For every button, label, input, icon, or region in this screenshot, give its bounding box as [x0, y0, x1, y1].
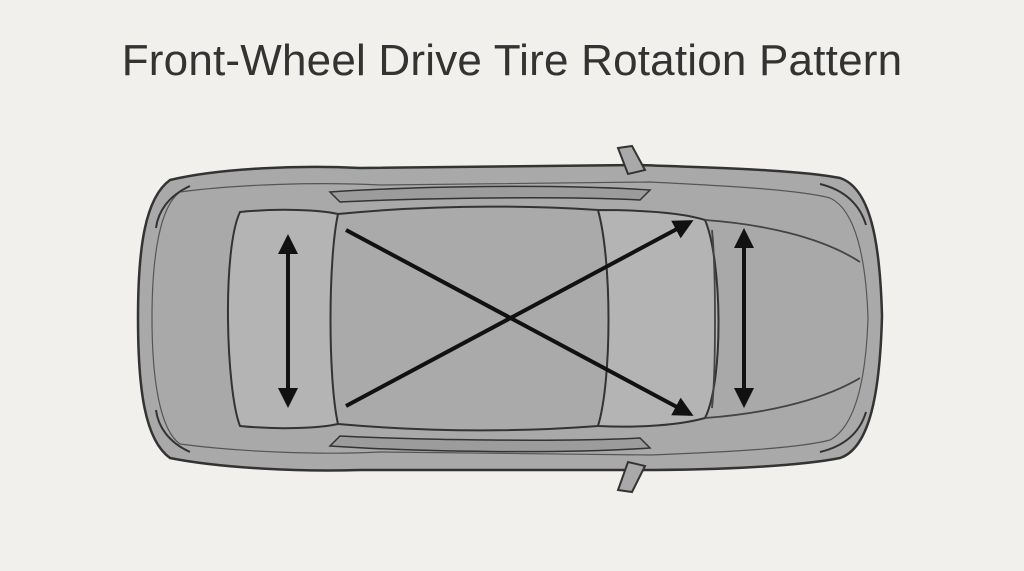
rear-window [226, 208, 340, 430]
arrow-rear-right-to-front-left [345, 220, 694, 408]
side-windows-bottom [328, 435, 652, 453]
headlight-bottom [819, 411, 867, 453]
taillight-bottom [155, 409, 191, 453]
windshield [596, 208, 720, 428]
roof [329, 205, 611, 432]
headlight-top [819, 183, 867, 226]
mirror-right [616, 460, 647, 494]
taillight-top [155, 185, 191, 229]
mirror-left [616, 144, 647, 176]
diagram-title: Front-Wheel Drive Tire Rotation Pattern [121, 36, 903, 85]
side-windows-top [328, 185, 652, 203]
hood-lines [704, 219, 861, 419]
arrow-rear-left-to-front-right [345, 228, 694, 416]
